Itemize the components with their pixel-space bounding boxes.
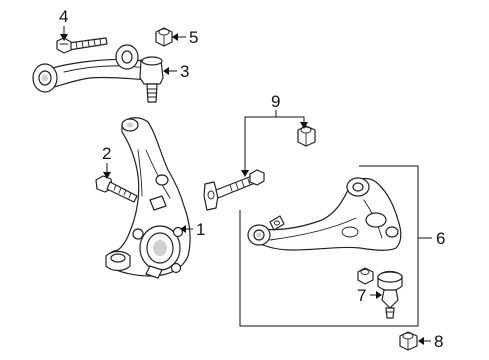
knuckle-bolt — [95, 175, 138, 203]
callout-3: 3 — [180, 62, 189, 81]
callout-6: 6 — [436, 229, 445, 248]
upper-arm-bolt — [56, 37, 108, 54]
callout-5: 5 — [189, 28, 198, 47]
callout-9: 9 — [271, 92, 280, 111]
lower-control-arm — [247, 177, 402, 251]
callout-4: 4 — [59, 7, 68, 26]
callout-2: 2 — [102, 144, 111, 163]
upper-control-arm — [32, 44, 164, 103]
callout-8: 8 — [434, 332, 443, 351]
cam-bolt-kit — [203, 125, 316, 211]
ball-joint-nut — [399, 331, 418, 351]
lower-arm-group-frame — [239, 165, 419, 327]
callout-7: 7 — [357, 286, 366, 305]
callout-labels: 4 5 3 9 2 1 6 7 8 — [59, 7, 445, 351]
callout-1: 1 — [196, 220, 205, 239]
leader-lines — [60, 26, 432, 345]
lower-ball-joint — [357, 267, 403, 319]
steering-knuckle — [105, 117, 191, 279]
upper-arm-nut — [155, 27, 173, 47]
